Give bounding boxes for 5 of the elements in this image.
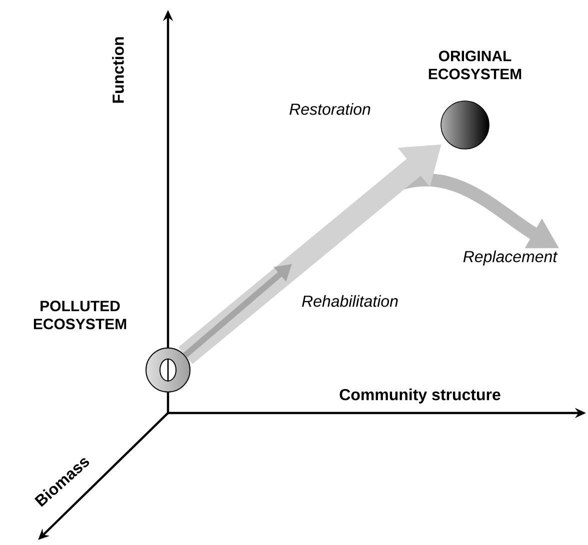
state-label: POLLUTED ECOSYSTEM	[34, 300, 126, 330]
arrow-label: Restoration	[288, 102, 372, 116]
axis-label: Community structure	[340, 388, 500, 404]
axis-label: Function	[112, 37, 124, 103]
state-label: ORIGINAL ECOSYSTEM	[428, 50, 522, 80]
